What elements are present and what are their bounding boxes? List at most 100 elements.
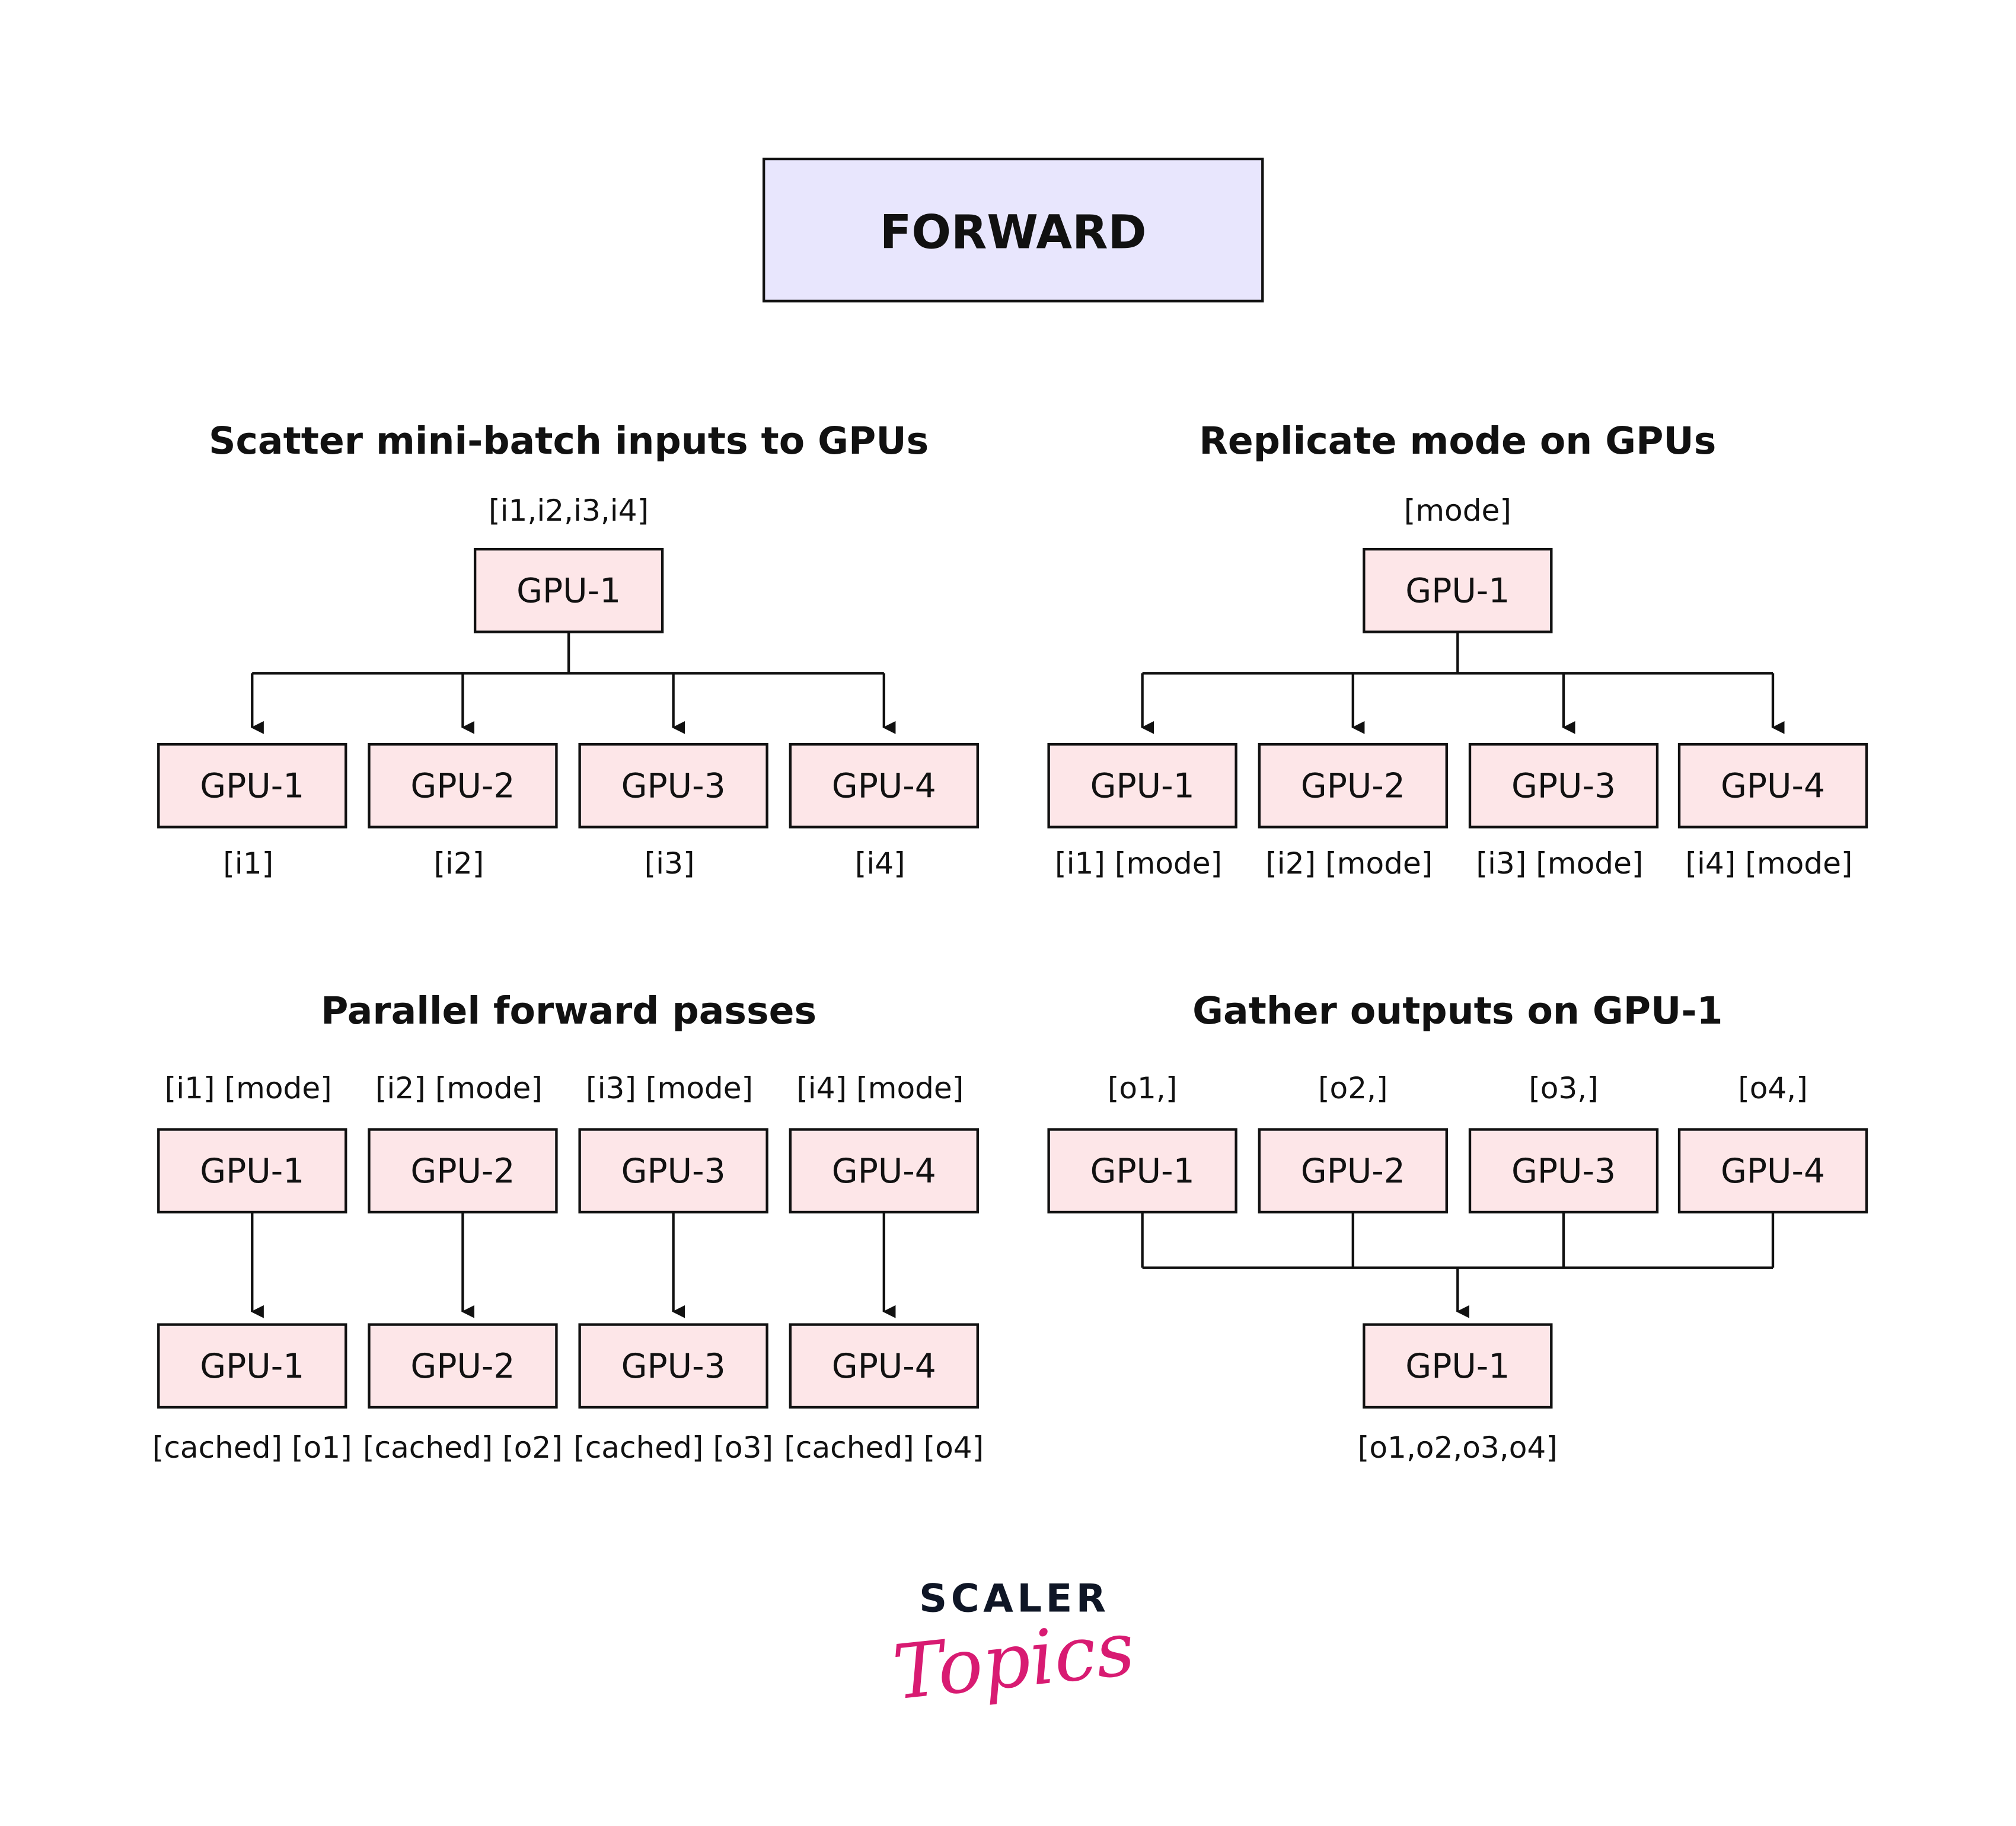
gpu-box-rect: [1468, 742, 1659, 828]
parallel-output-label: [cached] [o1]: [152, 1430, 352, 1465]
scatter-output-label: [i3]: [645, 846, 695, 881]
scatter-output-label: [i2]: [433, 846, 484, 881]
gpu-box-rect: [578, 1323, 768, 1409]
gpu-box-rect: [1047, 742, 1237, 828]
parallel-title: Parallel forward passes: [321, 989, 816, 1032]
gpu-box-rect: [1363, 547, 1553, 633]
header: FORWARD: [762, 157, 1264, 302]
gpu-box-label: GPU-1: [1090, 766, 1195, 805]
parallel-panel: Parallel forward passes[i1] [mode]GPU-1G…: [152, 989, 984, 1465]
gpu-box-rect: [1258, 1128, 1448, 1214]
parallel-top-gpu-1: GPU-1: [157, 1128, 347, 1214]
gather-input-label: [o3,]: [1529, 1070, 1599, 1105]
scatter-gpu-1: GPU-1: [157, 742, 347, 828]
gpu-box-rect: [157, 742, 347, 828]
gpu-box-label: GPU-1: [1405, 1347, 1510, 1386]
parallel-input-label: [i4] [mode]: [796, 1070, 964, 1105]
replicate-output-label: [i3] [mode]: [1476, 846, 1643, 881]
gather-title: Gather outputs on GPU-1: [1192, 989, 1722, 1032]
gpu-box-rect: [1363, 1323, 1553, 1409]
replicate-gpu-3: GPU-3: [1468, 742, 1659, 828]
parallel-bottom-gpu-3: GPU-3: [578, 1323, 768, 1409]
gather-input-label: [o2,]: [1318, 1070, 1388, 1105]
gpu-box-rect: [368, 1128, 558, 1214]
replicate-source-gpu: GPU-1: [1363, 547, 1553, 633]
gpu-box-label: GPU-1: [1090, 1152, 1195, 1191]
gpu-box-rect: [1468, 1128, 1659, 1214]
gather-panel: Gather outputs on GPU-1 [o1,] GPU-1 [o2,] GP…: [1047, 989, 1868, 1465]
scatter-output-label: [i4]: [855, 846, 905, 881]
gpu-box-label: GPU-3: [1511, 1152, 1616, 1191]
gpu-box-rect: [578, 742, 768, 828]
gpu-box-rect: [157, 1323, 347, 1409]
gather-gpu-4: GPU-4: [1677, 1128, 1868, 1214]
parallel-output-label: [cached] [o4]: [784, 1430, 984, 1465]
parallel-bottom-gpu-4: GPU-4: [789, 1323, 979, 1409]
scatter-gpu-3: GPU-3: [578, 742, 768, 828]
gpu-box-label: GPU-2: [410, 1347, 515, 1386]
parallel-output-label: [cached] [o3]: [573, 1430, 773, 1465]
gpu-box-label: GPU-1: [516, 571, 621, 610]
parallel-top-gpu-2: GPU-2: [368, 1128, 558, 1214]
logo-scaler: SCALER: [919, 1576, 1109, 1621]
parallel-top-gpu-3: GPU-3: [578, 1128, 768, 1214]
gather-target-gpu: GPU-1: [1363, 1323, 1553, 1409]
gpu-box-label: GPU-4: [832, 1347, 936, 1386]
gpu-box-rect: [473, 547, 664, 633]
gpu-box-label: GPU-3: [621, 1152, 726, 1191]
gather-input-label: [o4,]: [1738, 1070, 1808, 1105]
parallel-output-label: [cached] [o2]: [363, 1430, 563, 1465]
gpu-box-label: GPU-4: [1721, 766, 1825, 805]
gpu-box-label: GPU-1: [200, 1152, 304, 1191]
replicate-source-label: [mode]: [1404, 493, 1511, 528]
replicate-output-label: [i1] [mode]: [1055, 846, 1222, 881]
scatter-source-label: [i1,i2,i3,i4]: [489, 493, 649, 528]
scatter-panel: Scatter mini-batch inputs to GPUs [i1,i2,…: [157, 419, 979, 881]
scatter-title: Scatter mini-batch inputs to GPUs: [209, 419, 929, 463]
parallel-input-label: [i2] [mode]: [375, 1070, 543, 1105]
header-box: [762, 157, 1264, 302]
scatter-gpu-2: GPU-2: [368, 742, 558, 828]
gather-output-label: [o1,o2,o3,o4]: [1358, 1430, 1558, 1465]
gpu-box-rect: [578, 1128, 768, 1214]
gpu-box-rect: [1258, 742, 1448, 828]
gpu-box-label: GPU-2: [1301, 1152, 1405, 1191]
gpu-box-rect: [368, 1323, 558, 1409]
gpu-box-label: GPU-1: [200, 766, 304, 805]
scatter-source-gpu: GPU-1: [473, 547, 664, 633]
replicate-output-label: [i2] [mode]: [1265, 846, 1433, 881]
parallel-bottom-gpu-2: GPU-2: [368, 1323, 558, 1409]
replicate-gpu-2: GPU-2: [1258, 742, 1448, 828]
scaler-topics-logo: SCALER Topics: [889, 1576, 1138, 1716]
parallel-input-label: [i3] [mode]: [586, 1070, 753, 1105]
header-title: FORWARD: [880, 205, 1147, 259]
gpu-box-label: GPU-3: [621, 1347, 726, 1386]
parallel-input-label: [i1] [mode]: [165, 1070, 332, 1105]
gpu-box-rect: [157, 1128, 347, 1214]
gpu-box-label: GPU-3: [1511, 766, 1616, 805]
gpu-box-rect: [1677, 1128, 1868, 1214]
gpu-box-rect: [1047, 1128, 1237, 1214]
gpu-box-label: GPU-3: [621, 766, 726, 805]
parallel-top-gpu-4: GPU-4: [789, 1128, 979, 1214]
gpu-box-label: GPU-2: [1301, 766, 1405, 805]
gpu-box-rect: [1677, 742, 1868, 828]
gather-input-label: [o1,]: [1108, 1070, 1178, 1105]
gpu-box-label: GPU-2: [410, 1152, 515, 1191]
gpu-box-label: GPU-1: [1405, 571, 1510, 610]
gpu-box-label: GPU-4: [1721, 1152, 1825, 1191]
logo-topics: Topics: [889, 1605, 1138, 1717]
gpu-box-rect: [368, 742, 558, 828]
replicate-gpu-4: GPU-4: [1677, 742, 1868, 828]
gpu-box-label: GPU-2: [410, 766, 515, 805]
gpu-box-rect: [789, 742, 979, 828]
gpu-box-rect: [789, 1323, 979, 1409]
scatter-gpu-4: GPU-4: [789, 742, 979, 828]
gpu-box-rect: [789, 1128, 979, 1214]
gather-gpu-3: GPU-3: [1468, 1128, 1659, 1214]
replicate-gpu-1: GPU-1: [1047, 742, 1237, 828]
replicate-output-label: [i4] [mode]: [1685, 846, 1852, 881]
replicate-panel: Replicate mode on GPUs[mode]GPU-1GPU-1[i…: [1047, 419, 1868, 881]
gpu-box-label: GPU-1: [200, 1347, 304, 1386]
